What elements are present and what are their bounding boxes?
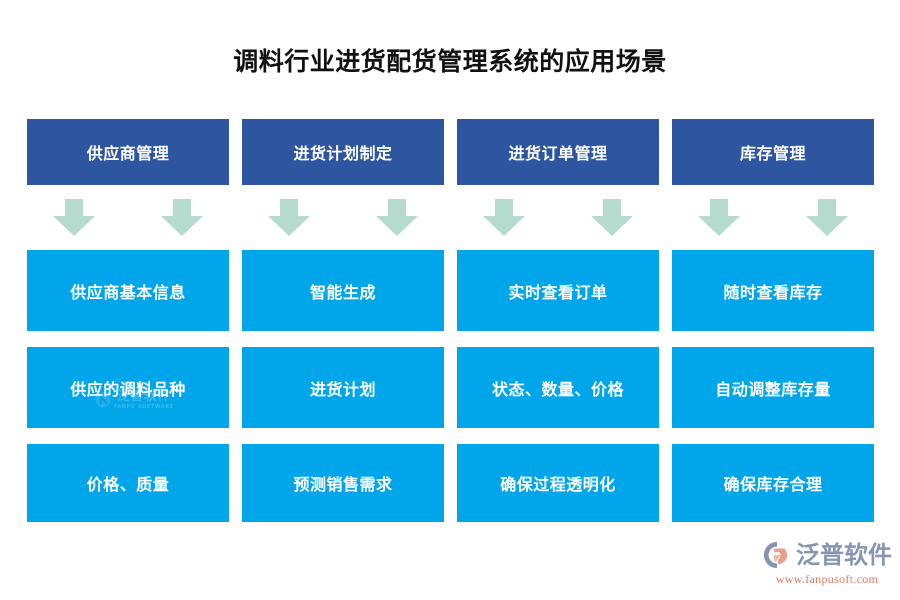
flow-item[interactable]: 确保库存合理: [672, 444, 874, 522]
flow-item[interactable]: 进货计划: [242, 347, 444, 428]
down-arrow-icon: [160, 199, 204, 237]
down-arrow-icon: [697, 199, 741, 237]
watermark-name-en: FANPU SOFTWARE: [113, 403, 174, 410]
flow-item[interactable]: 供应商基本信息: [27, 250, 229, 331]
down-arrow-icon: [52, 199, 96, 237]
flow-column-supplier: 供应商管理 供应商基本信息 供应的调料品种: [27, 119, 229, 522]
flow-column-inventory: 库存管理 随时查看库存 自动调整库存量 确保库存合理: [672, 119, 874, 522]
flow-item[interactable]: 自动调整库存量: [672, 347, 874, 428]
page-title: 调料行业进货配货管理系统的应用场景: [233, 47, 667, 76]
flow-item[interactable]: 价格、质量: [27, 444, 229, 522]
arrow-group-purchase-order: [457, 199, 659, 241]
down-arrow-icon: [267, 199, 311, 237]
brand-logo-row: 泛普软件: [762, 540, 892, 570]
flow-item-label: 供应的调料品种: [70, 379, 186, 399]
brand-logo: 泛普软件 www.fanpusoft.com: [762, 540, 892, 590]
flow-item[interactable]: 供应的调料品种 泛普软件 FANPU SOFTWARE: [27, 347, 229, 428]
column-header-purchase-plan[interactable]: 进货计划制定: [242, 119, 444, 185]
column-header-supplier[interactable]: 供应商管理: [27, 119, 229, 185]
flow-item[interactable]: 状态、数量、价格: [457, 347, 659, 428]
flow-diagram: 供应商管理 供应商基本信息 供应的调料品种: [27, 119, 874, 522]
arrow-group-supplier: [27, 199, 229, 241]
flow-item[interactable]: 预测销售需求: [242, 444, 444, 522]
flow-item[interactable]: 随时查看库存: [672, 250, 874, 331]
column-header-purchase-order[interactable]: 进货订单管理: [457, 119, 659, 185]
down-arrow-icon: [590, 199, 634, 237]
column-header-inventory[interactable]: 库存管理: [672, 119, 874, 185]
fanpu-logo-icon: [762, 540, 792, 570]
brand-url: www.fanpusoft.com: [775, 572, 879, 586]
flow-item[interactable]: 实时查看订单: [457, 250, 659, 331]
brand-name: 泛普软件: [796, 541, 892, 569]
flow-column-purchase-plan: 进货计划制定 智能生成 进货计划 预测销售需求: [242, 119, 444, 522]
down-arrow-icon: [482, 199, 526, 237]
flow-column-purchase-order: 进货订单管理 实时查看订单 状态、数量、价格 确保过程透明化: [457, 119, 659, 522]
flow-item[interactable]: 智能生成: [242, 250, 444, 331]
down-arrow-icon: [375, 199, 419, 237]
down-arrow-icon: [805, 199, 849, 237]
arrow-group-purchase-plan: [242, 199, 444, 241]
arrow-group-inventory: [672, 199, 874, 241]
flow-item[interactable]: 确保过程透明化: [457, 444, 659, 522]
